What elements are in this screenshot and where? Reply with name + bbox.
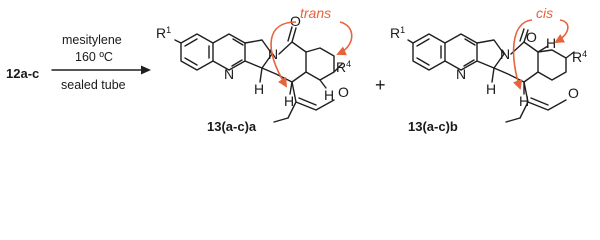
product-a-label: 13(a-c)a — [207, 119, 257, 134]
product-a-structure: R1 N N H O H O H R4 trans — [156, 5, 353, 134]
product-a-ethyl — [287, 101, 297, 119]
product-a-carbonyl-2 — [287, 26, 293, 42]
product-a-ethyl-2 — [273, 117, 289, 123]
product-b-h-top-bond — [537, 45, 549, 53]
product-b-o-ring: O — [568, 85, 579, 101]
product-a-vinyl — [291, 81, 335, 111]
product-b-r4-bond — [565, 51, 575, 59]
product-a-r1: R1 — [156, 25, 171, 41]
product-a-o-ring: O — [338, 84, 349, 100]
product-b-carbonyl-2 — [519, 28, 525, 42]
product-a-h-right-bond — [319, 79, 327, 89]
reactant-label: 12a-c — [6, 66, 39, 81]
product-a-r4: R4 — [336, 59, 351, 75]
product-a-pyran-ring — [305, 47, 335, 81]
product-b-r1-bond — [407, 39, 414, 44]
product-a-r4-bond — [333, 63, 343, 73]
product-b-h-lower: H — [519, 93, 529, 109]
product-b-ethyl-2 — [505, 117, 521, 123]
reaction-arrowhead — [141, 65, 151, 75]
product-a-pyridine-ring — [212, 33, 246, 71]
product-a-h-left: H — [254, 81, 264, 97]
product-b-n-amide: N — [500, 46, 510, 62]
reaction-scheme: 12a-c mesitylene 160 ºC sealed tube R1 N… — [6, 5, 587, 134]
product-a-h-right: H — [324, 87, 334, 103]
product-b-label: 13(a-c)b — [408, 119, 458, 134]
product-a-h-center-bond — [289, 81, 293, 95]
product-b-pyridine-ring — [444, 33, 478, 71]
product-b-o-carbonyl: O — [526, 29, 537, 45]
product-a-vinyl-double — [298, 97, 317, 106]
reactant-block: 12a-c — [6, 66, 39, 81]
product-b-pyrrole-ring — [476, 39, 505, 69]
product-b-pyran-ring — [537, 49, 567, 81]
product-a-h-left-bond — [259, 67, 263, 83]
product-b-pyridine-double-bonds — [463, 38, 476, 67]
product-b-h-left-bond — [491, 67, 495, 83]
product-b-structure: R1 N N H O H O H R4 cis 13(a-c)b — [390, 5, 587, 134]
product-b-stereo-arrow — [512, 19, 533, 90]
product-a-r1-bond — [174, 39, 182, 44]
product-b-vinyl — [523, 81, 567, 111]
product-b-r1: R1 — [390, 25, 405, 41]
product-a-o-carbonyl: O — [290, 13, 301, 29]
plus-sign: + — [375, 75, 386, 95]
product-b-stereo-label: cis — [536, 5, 553, 21]
product-b-r4: R4 — [572, 49, 587, 65]
reaction-conditions: mesitylene 160 ºC sealed tube — [51, 33, 151, 92]
product-b-benzo-double-bonds — [416, 38, 442, 66]
product-b-stereo-arrow-right — [554, 19, 569, 43]
product-b-carbonyl — [523, 29, 529, 43]
product-a-carbonyl — [291, 27, 297, 43]
condition-solvent: mesitylene — [62, 33, 122, 47]
product-a-h-center: H — [284, 93, 294, 109]
product-a-stereo-arrow — [270, 21, 297, 88]
product-a-n-quinoline: N — [224, 66, 234, 82]
product-a-pyridine-double-bonds — [231, 38, 244, 67]
product-b-n-quinoline: N — [456, 66, 466, 82]
product-b-ethyl — [519, 101, 529, 119]
product-a-stereo-label: trans — [300, 5, 331, 21]
product-b-h-top: H — [546, 35, 556, 51]
condition-temperature: 160 ºC — [75, 50, 113, 64]
product-b-h-left: H — [486, 81, 496, 97]
product-a-benzo-double-bonds — [184, 38, 210, 66]
product-a-stereo-arrow-right — [336, 21, 353, 56]
condition-vessel: sealed tube — [61, 78, 126, 92]
product-a-n-amide: N — [268, 46, 278, 62]
product-b-vinyl-double — [530, 97, 549, 106]
